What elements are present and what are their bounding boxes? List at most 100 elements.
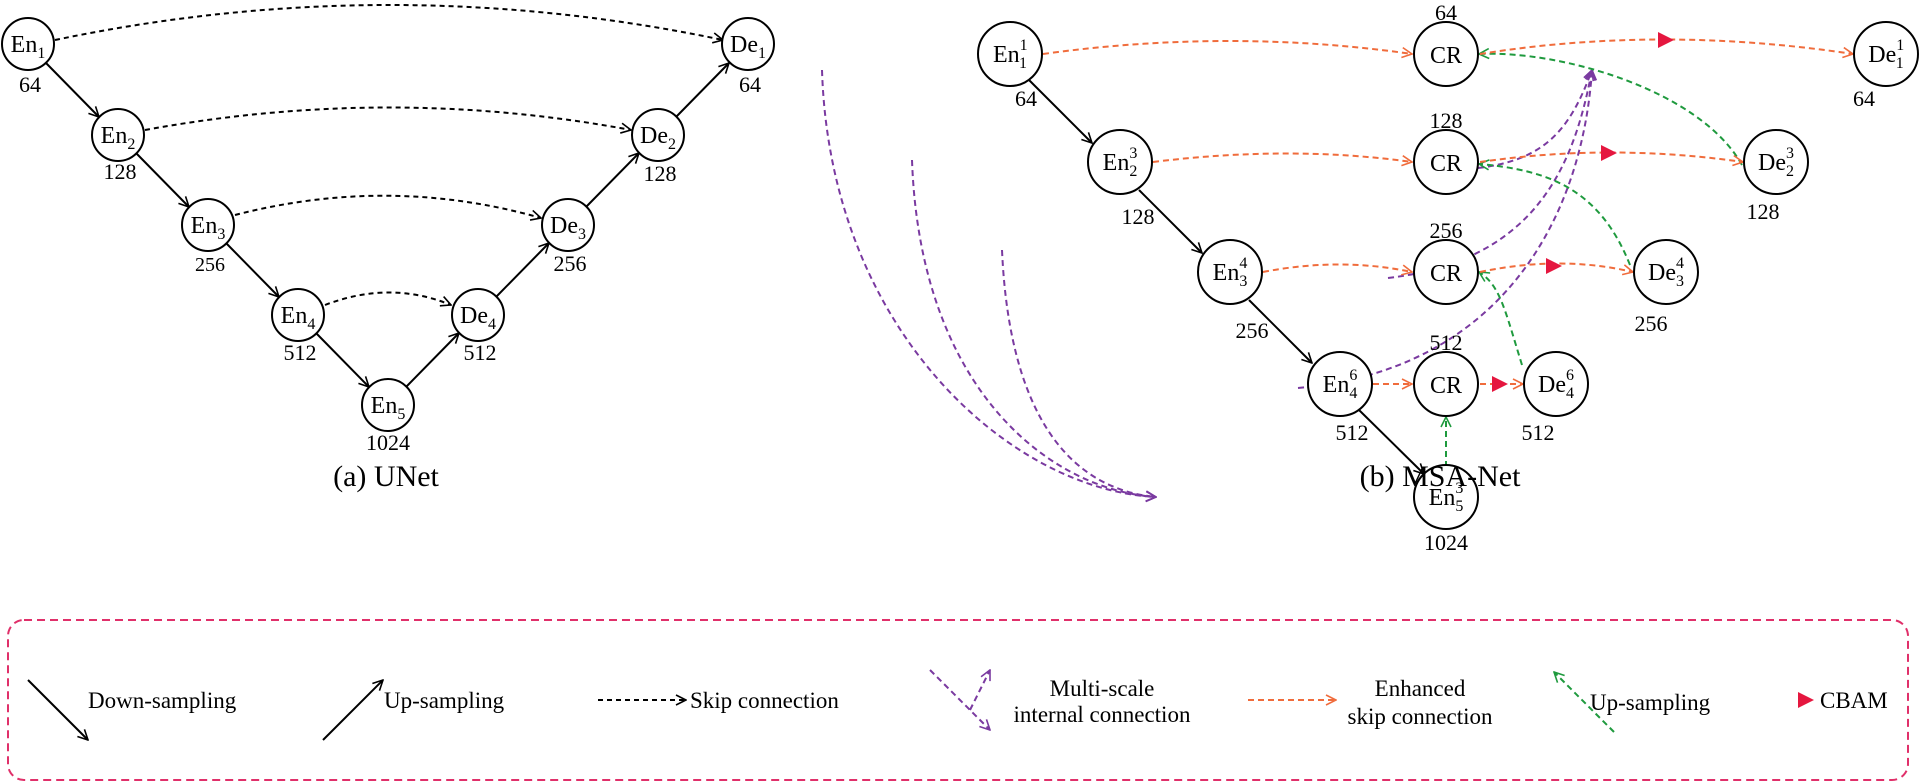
unet-skip-1 [54,4,723,40]
msanet-down-2 [1138,189,1202,253]
unet-size-de1: 64 [739,72,761,97]
unet-down-2 [135,152,189,207]
cbam-marker-64 [1658,32,1674,48]
legend-multi-scale-line1: Multi-scale [1050,676,1155,701]
legend-enhanced-line2: skip connection [1348,704,1493,729]
unet-caption: (a) UNet [333,460,439,493]
green-de4-cr256 [1479,272,1523,366]
orange-en1-cr64 [1042,40,1412,54]
unet-node-de4: De4 512 [451,288,505,365]
unet-size-en4: 512 [284,340,317,365]
msanet-size-cr256: 256 [1430,218,1463,243]
msanet-size-cr128: 128 [1430,108,1463,133]
purple-en3-en5 [1001,249,1156,497]
legend-skip-connection: Skip connection [598,688,839,713]
purple-en2-en5 [911,159,1156,497]
unet-skip-3 [234,194,541,218]
unet-node-en2: En2 128 [91,108,145,184]
msanet-caption: (b) MSA-Net [1360,460,1521,493]
msanet-size-cr512: 512 [1430,330,1463,355]
unet-up-1 [405,333,459,388]
legend-down-sampling: Down-sampling [27,679,237,740]
unet-size-en2: 128 [104,159,137,184]
svg-text:En3: En3 [191,213,226,243]
purple-en1-en5 [821,69,1156,497]
unet-node-en4: En4 512 [271,288,325,365]
legend-cbam-label: CBAM [1820,688,1888,713]
legend-up-sampling: Up-sampling [322,680,505,741]
msanet-size-en3: 256 [1236,318,1269,343]
unet-node-de3: De3 256 [541,198,595,276]
legend-down-sampling-label: Down-sampling [88,688,237,713]
unet-node-de1: De1 64 [721,17,775,97]
svg-text:CR: CR [1430,43,1462,69]
legend-multi-scale-line2: internal connection [1014,702,1191,727]
msanet-green-upsampling [1446,54,1743,467]
unet-skip-connections [54,4,723,305]
legend-cbam: CBAM [1798,688,1888,713]
orange-en2-cr128 [1152,152,1412,163]
unet-up-4 [675,63,729,118]
legend-green-up-sampling: Up-sampling [1554,672,1711,733]
unet-size-en5: 1024 [366,430,410,455]
svg-text:En5: En5 [371,393,406,423]
svg-text:De2: De2 [640,123,676,153]
unet-size-de4: 512 [464,340,497,365]
legend: Down-sampling Up-sampling Skip connectio… [7,619,1909,781]
cbam-marker-128 [1601,145,1617,161]
msanet-down-3 [1248,299,1312,363]
unet-up-3 [585,153,639,208]
svg-text:De4: De4 [460,303,496,333]
legend-multi-scale: Multi-scale internal connection [929,670,1191,730]
unet-node-en1: En1 64 [1,17,55,97]
msanet-node-cr128: 128 CR [1413,108,1479,195]
msanet-size-de3: 256 [1635,311,1668,336]
msanet-size-en5: 1024 [1424,530,1468,555]
msanet-cbam-markers [1492,32,1674,392]
unet-node-en3: En3 256 [181,198,235,276]
unet-down-3 [225,242,279,297]
legend-up-sampling-label: Up-sampling [384,688,505,713]
msanet-size-de4: 512 [1522,420,1555,445]
legend-border [7,619,1909,781]
svg-text:En2: En2 [101,123,136,153]
msanet-down-sampling [1028,79,1424,474]
msanet-size-de2: 128 [1747,199,1780,224]
purple-de4-de1 [1297,70,1592,389]
svg-text:En1: En1 [11,32,46,62]
green-de2-cr64 [1479,54,1743,166]
unet-down-1 [45,62,99,117]
unet-size-de2: 128 [644,161,677,186]
msanet-node-cr512: 512 CR [1413,330,1479,417]
unet-sampling-arrows [45,62,729,388]
msanet-size-de1: 64 [1853,86,1875,111]
msanet-size-cr64: 64 [1435,0,1457,25]
purple-de2-de1 [1477,70,1592,169]
svg-text:CR: CR [1430,261,1462,287]
msanet-down-1 [1028,79,1092,143]
unet-panel: En1 64 En2 128 En3 256 En4 512 En5 1024 … [1,4,775,493]
svg-text:CR: CR [1430,151,1462,177]
svg-text:De3: De3 [550,213,586,243]
legend-enhanced-skip: Enhanced skip connection [1248,676,1493,729]
svg-text:En4: En4 [281,303,316,333]
msanet-size-en4: 512 [1336,420,1369,445]
legend-cbam-icon [1798,692,1814,708]
msanet-down-4 [1358,409,1424,474]
svg-text:De1: De1 [730,32,766,62]
svg-text:CR: CR [1430,373,1462,399]
